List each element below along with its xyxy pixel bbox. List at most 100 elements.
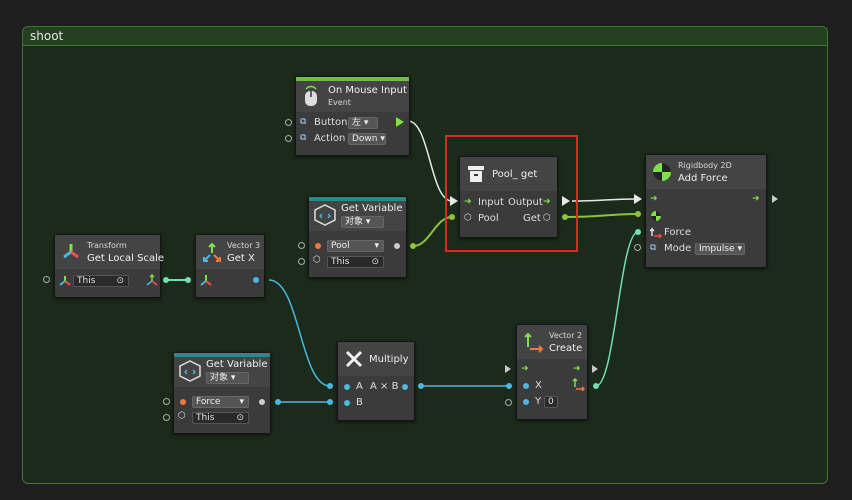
control-output-port[interactable] <box>396 117 404 127</box>
force-vector-icon <box>650 227 662 238</box>
node-header[interactable]: Get Variable 对象 ▾ <box>309 197 406 231</box>
target-field[interactable]: This⊙ <box>192 412 249 424</box>
control-output-arrow-icon[interactable]: ➜ <box>573 364 581 374</box>
node-on-mouse-input[interactable]: On Mouse Input Event ⧉ Button 左 ▾ ⧉ Acti… <box>295 76 410 156</box>
vector2-output-icon[interactable] <box>572 377 586 391</box>
control-input-arrow-icon: ➜ <box>521 364 529 374</box>
variable-name-dropdown[interactable]: Pool▾ <box>327 240 384 252</box>
input-port-arrow-icon: ➜ <box>464 197 472 207</box>
add-force-control-output[interactable] <box>772 195 778 203</box>
node-header[interactable]: Vector 2 Create <box>517 325 587 359</box>
node-header[interactable]: On Mouse Input Event <box>296 77 409 112</box>
scale-output-icon[interactable] <box>145 273 159 287</box>
name-input-port[interactable] <box>298 242 305 249</box>
node-get-variable-force[interactable]: Get Variable 对象 ▾ Force▾ ⬡ This⊙ <box>173 352 271 434</box>
wire-vector-create-force <box>595 231 639 387</box>
node-pool-get[interactable]: Pool_ get ➜ Input Output ➜ ⬡ Pool Get ⬡ <box>459 156 558 238</box>
y-input-port[interactable] <box>505 399 512 406</box>
target-field[interactable]: This⊙ <box>73 275 129 287</box>
scope-dropdown[interactable]: 对象 ▾ <box>206 372 249 384</box>
button-input-port[interactable] <box>285 119 292 126</box>
add-force-control-input-port[interactable] <box>634 194 642 204</box>
product-output-port[interactable] <box>402 384 408 390</box>
get-cube-icon[interactable]: ⬡ <box>543 213 551 223</box>
node-title: Get Variable <box>341 203 403 214</box>
transform-target-input-port[interactable] <box>43 276 50 283</box>
node-multiply[interactable]: Multiply A A × B B <box>337 341 415 421</box>
node-add-force[interactable]: Rigidbody 2D Add Force ➜ ➜ Force ⧉ Mode … <box>645 154 767 268</box>
value-output-port[interactable] <box>394 243 400 249</box>
node-subtitle: Event <box>328 98 351 107</box>
button-value: 左 <box>352 118 362 128</box>
control-output-arrow-icon[interactable]: ➜ <box>752 194 760 204</box>
node-header[interactable]: Multiply <box>338 342 414 376</box>
action-input-port[interactable] <box>285 135 292 142</box>
mode-dropdown[interactable]: Impulse ▾ <box>695 243 745 255</box>
action-dropdown[interactable]: Down ▾ <box>348 133 386 145</box>
get-label: Get <box>523 213 541 224</box>
transform-icon <box>63 244 79 259</box>
target-field[interactable]: This⊙ <box>327 256 384 268</box>
button-dropdown[interactable]: 左 ▾ <box>348 117 378 129</box>
vector3-icon <box>203 242 221 262</box>
button-port-icon: ⧉ <box>300 117 307 127</box>
node-title: Create <box>549 343 583 354</box>
mode-label: Mode <box>664 243 692 254</box>
target-rigidbody-icon <box>651 211 661 221</box>
group-header[interactable]: shoot <box>23 27 827 46</box>
rigidbody-icon <box>653 163 671 181</box>
scope-value: 对象 <box>345 217 364 227</box>
node-vector3-get-x[interactable]: Vector 3 Get X <box>195 234 265 298</box>
target-value: This <box>196 413 215 423</box>
variable-name-value: Force <box>196 397 221 407</box>
target-cube-icon: ⬡ <box>313 255 321 265</box>
name-input-port[interactable] <box>163 398 170 405</box>
node-subtitle: Vector 3 <box>227 241 261 250</box>
node-get-local-scale[interactable]: Transform Get Local Scale This⊙ <box>54 234 164 298</box>
mouse-icon <box>305 85 317 106</box>
target-input-port[interactable] <box>298 258 305 265</box>
node-header[interactable]: Transform Get Local Scale <box>55 235 164 269</box>
pool-control-output-port[interactable] <box>562 196 570 206</box>
wire-float-getx-multiply <box>268 279 331 387</box>
target-input-port[interactable] <box>163 414 170 421</box>
node-subtitle: Transform <box>87 241 127 250</box>
node-title: On Mouse Input <box>328 85 407 96</box>
node-subtitle: Rigidbody 2D <box>678 161 732 170</box>
button-label: Button <box>314 117 348 128</box>
b-port-icon <box>344 400 350 406</box>
output-label: Output <box>508 197 543 208</box>
y-value-field[interactable]: 0 <box>544 396 558 408</box>
a-port-icon <box>344 384 350 390</box>
wire-object-var-pool <box>412 216 453 247</box>
vector-input-icon <box>200 275 212 286</box>
force-label: Force <box>664 227 692 238</box>
variable-name-dropdown[interactable]: Force▾ <box>192 396 249 408</box>
pool-object-output-port[interactable] <box>562 214 568 220</box>
scope-dropdown[interactable]: 对象 ▾ <box>341 216 384 228</box>
node-header[interactable]: Pool_ get <box>460 157 557 191</box>
mode-input-port[interactable] <box>634 244 641 251</box>
node-header[interactable]: Get Variable 对象 ▾ <box>174 353 270 387</box>
target-transform-icon <box>59 276 71 286</box>
create-control-input[interactable] <box>505 365 511 373</box>
node-title: Add Force <box>678 173 728 184</box>
node-header[interactable]: Vector 3 Get X <box>196 235 264 269</box>
value-output-port[interactable] <box>259 399 265 405</box>
variable-cube-icon <box>314 204 336 226</box>
node-get-variable-pool[interactable]: Get Variable 对象 ▾ Pool▾ ⬡ This⊙ <box>308 196 407 278</box>
pool-cube-icon: ⬡ <box>464 213 472 223</box>
wire-control-pool-force <box>571 198 639 202</box>
action-port-icon: ⧉ <box>300 133 307 143</box>
node-header[interactable]: Rigidbody 2D Add Force <box>646 155 766 189</box>
x-output-port[interactable] <box>253 277 259 283</box>
pool-object-input-port[interactable] <box>449 214 455 220</box>
node-vector2-create[interactable]: Vector 2 Create ➜ ➜ X Y 0 <box>516 324 588 420</box>
output-port-arrow-icon[interactable]: ➜ <box>543 197 551 207</box>
y-port-icon <box>523 399 529 405</box>
input-label: Input <box>478 197 504 208</box>
pool-control-input-port[interactable] <box>450 196 458 206</box>
name-port-icon <box>315 243 321 249</box>
create-control-output[interactable] <box>592 365 598 373</box>
